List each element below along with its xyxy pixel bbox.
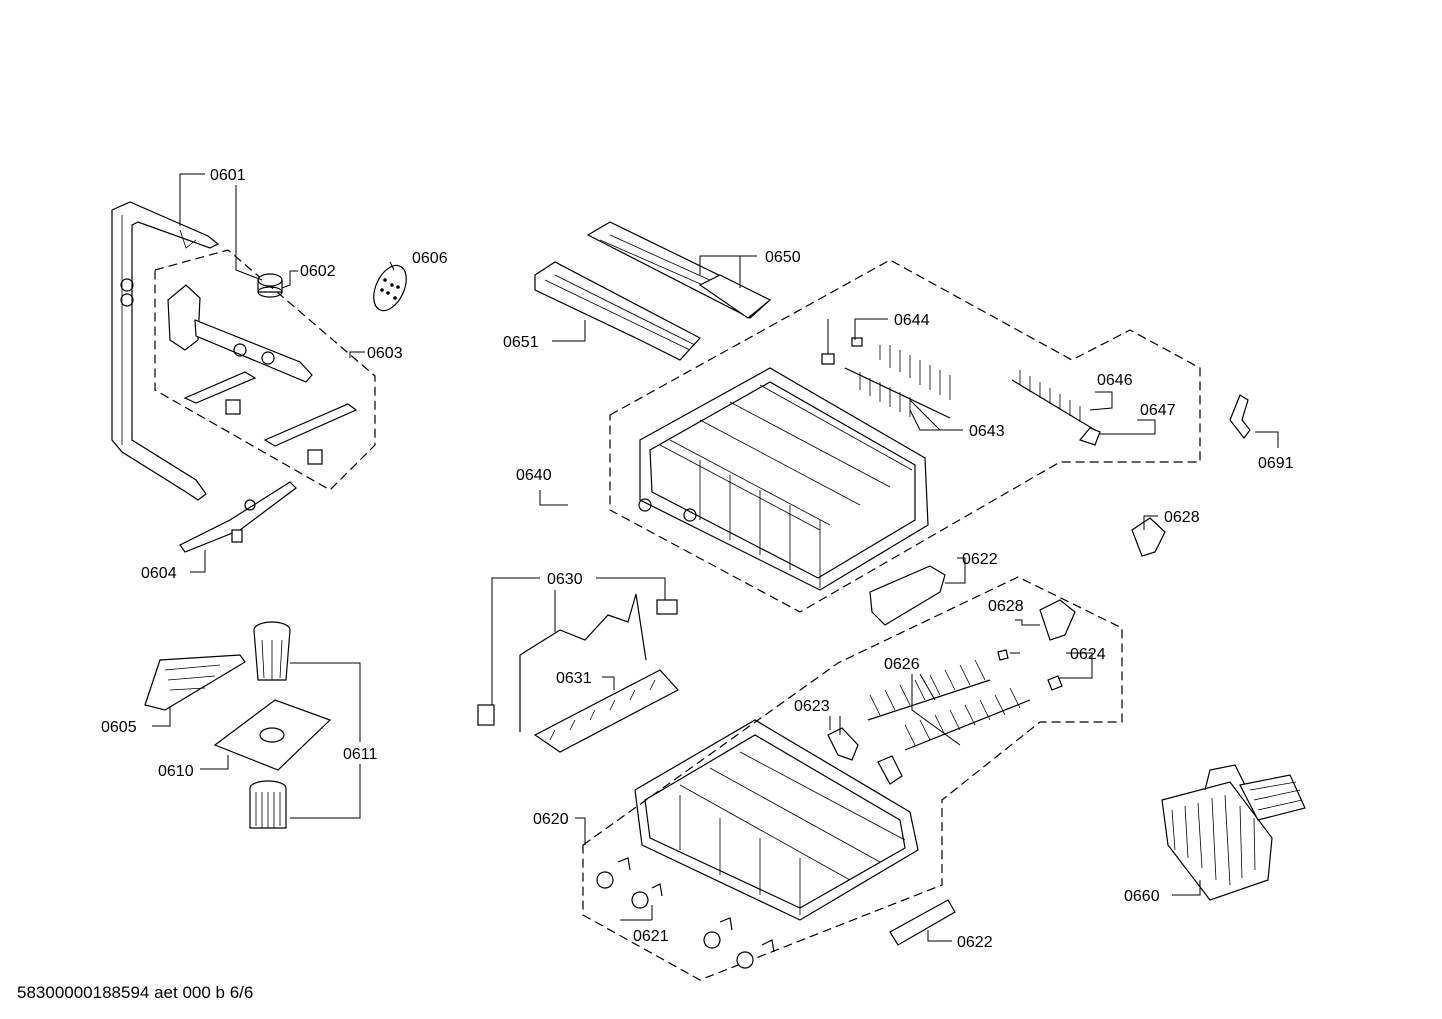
rail-teeth (549, 679, 656, 741)
wheel-part (596, 857, 775, 969)
fine-filter-ribs (164, 664, 221, 691)
wire-bracket-part (519, 593, 647, 732)
label-0601: 0601 (210, 167, 246, 184)
cup-shelf-part (1011, 370, 1101, 446)
label-0603: 0603 (367, 345, 403, 362)
label-0628-upper: 0628 (1164, 509, 1200, 526)
coarse-filter-part (249, 780, 287, 829)
label-0631: 0631 (556, 670, 592, 687)
group-outline-spray-arm (154, 249, 376, 491)
wire-bracket-clip (477, 704, 495, 726)
label-0620: 0620 (533, 811, 569, 828)
supply-pipe-part-inner (121, 215, 197, 445)
label-0623: 0623 (794, 698, 830, 715)
label-0605: 0605 (101, 719, 137, 736)
filter-disc-part (373, 264, 407, 312)
label-0660: 0660 (1124, 888, 1160, 905)
label-0604: 0604 (141, 565, 177, 582)
label-0602: 0602 (300, 263, 336, 280)
pin-part (1047, 675, 1063, 691)
filter-cylinder-part (253, 621, 291, 681)
nut-part (257, 273, 283, 298)
lower-basket-part (634, 719, 919, 921)
supply-pipe-connector (120, 293, 134, 307)
clip-part (1229, 394, 1251, 439)
label-0626: 0626 (884, 656, 920, 673)
latch-part-2 (877, 755, 903, 785)
label-0611: 0611 (343, 746, 378, 763)
label-0610: 0610 (158, 763, 194, 780)
label-0622-upper: 0622 (962, 551, 998, 568)
cutlery-basket-part (1161, 764, 1306, 901)
label-0628-lower: 0628 (988, 598, 1024, 615)
holder-part-upper (1131, 517, 1166, 557)
label-0651: 0651 (503, 334, 539, 351)
micro-filter-hole (259, 727, 285, 743)
leader-lines (152, 173, 1279, 942)
label-0646: 0646 (1097, 372, 1133, 389)
label-0643: 0643 (969, 423, 1005, 440)
micro-filter-plate-part (213, 699, 332, 771)
spray-arm-assembly-part (167, 284, 358, 465)
latch-part (827, 727, 859, 761)
label-0691: 0691 (1258, 455, 1294, 472)
rail-part (533, 669, 679, 753)
label-0650: 0650 (765, 249, 801, 266)
label-0606: 0606 (412, 250, 448, 267)
lower-tine-rack-part (867, 659, 1031, 751)
supply-pipe-part (111, 201, 220, 501)
handle-part-upper (869, 565, 946, 626)
label-0647: 0647 (1140, 402, 1176, 419)
handle-part-lower (889, 899, 956, 946)
label-0621: 0621 (633, 928, 669, 945)
upper-basket-part (638, 367, 929, 591)
fine-filter-part (144, 654, 246, 711)
tine-rack-part (821, 337, 951, 419)
document-code: 58300000188594 aet 000 b 6/6 (17, 983, 253, 1002)
group-outline-upper-basket (609, 259, 1201, 613)
lower-spray-arm-part (179, 481, 297, 553)
label-0622-lower: 0622 (957, 934, 993, 951)
label-0630: 0630 (547, 571, 583, 588)
group-outline-lower-basket (582, 576, 1123, 981)
label-0624: 0624 (1070, 646, 1106, 663)
cutlery-tray-part (534, 221, 772, 361)
wire-bracket-clip (656, 599, 678, 615)
holder-part-lower (1039, 599, 1076, 641)
label-0644: 0644 (894, 312, 930, 329)
label-0640: 0640 (516, 467, 552, 484)
supply-pipe-connector (120, 278, 134, 292)
pin-part-2 (997, 649, 1009, 661)
